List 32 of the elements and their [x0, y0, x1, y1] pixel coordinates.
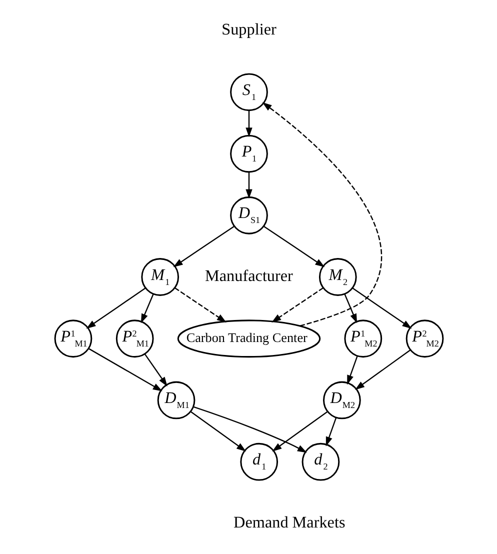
arrow	[272, 411, 328, 452]
node-circle: P$_{1}$	[230, 134, 268, 173]
arrow	[344, 294, 357, 324]
arrow	[271, 287, 324, 322]
label: Manufacturer	[204, 268, 292, 285]
node-circle: D$_{S1}$	[230, 196, 268, 234]
node-circle: M$_{1}$	[140, 258, 179, 296]
arrow	[88, 348, 162, 392]
arrow	[352, 288, 412, 329]
arrow	[354, 350, 410, 390]
arrow	[325, 417, 336, 446]
label: Demand Markets	[233, 514, 345, 532]
label: Supplier	[221, 21, 276, 38]
node-circle: d$_{2}$	[301, 442, 340, 481]
arrow	[174, 287, 226, 322]
arrow	[245, 172, 252, 199]
node-circle: D$_{M2}$	[322, 381, 360, 420]
node-circle: d$_{1}$	[240, 442, 278, 481]
arrow	[192, 406, 306, 453]
arrow	[140, 294, 154, 324]
arrow	[346, 356, 358, 385]
arrow	[86, 288, 146, 329]
arrow	[172, 226, 234, 268]
arrow	[262, 226, 324, 268]
node-circle: S$_{1}$	[230, 73, 268, 112]
arrow	[245, 110, 252, 138]
node-ellipse: Carbon Trading Center	[176, 320, 320, 358]
arrow	[144, 354, 167, 386]
node-circle: M$_{2}$	[318, 258, 356, 296]
arrow	[190, 411, 246, 452]
arrow	[262, 102, 382, 326]
node-circle: D$_{M1}$	[156, 381, 195, 420]
